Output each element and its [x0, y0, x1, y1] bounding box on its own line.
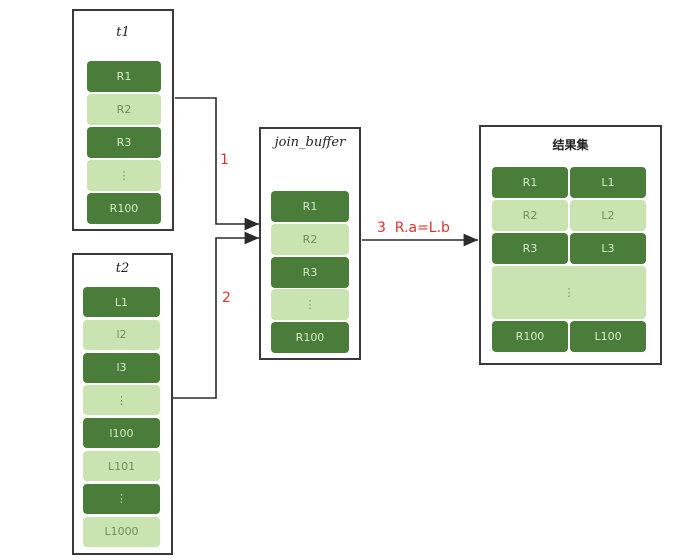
t2-row: L1 [83, 287, 160, 317]
join-buffer-row: ⋮ [271, 289, 349, 321]
result-cell-right: L2 [570, 200, 646, 231]
t1-row: R100 [87, 193, 161, 224]
result-cell-right: L3 [570, 233, 646, 264]
result-cell-left: R100 [492, 321, 568, 352]
join-buffer-row: R2 [271, 223, 349, 255]
t2-row: l100 [83, 418, 160, 449]
t2-row: L101 [83, 451, 160, 481]
t2-row: L1000 [83, 516, 160, 547]
result-cell-left: R3 [492, 233, 568, 264]
result-row: ⋮ [492, 266, 646, 319]
arrow-t2-to-join-buffer [173, 231, 259, 399]
join-buffer-row: R1 [271, 191, 349, 222]
join-buffer-row: R3 [271, 256, 349, 288]
result-set-title: 结果集 [552, 138, 589, 152]
t2-row: ⋮ [83, 385, 160, 416]
t2-row: ⋮ [83, 483, 160, 514]
t1-row: R3 [87, 127, 161, 158]
t1-row: R1 [87, 61, 161, 92]
t1-row: ⋮ [87, 160, 161, 191]
step-1-label: 1 [220, 152, 229, 168]
result-cell-right: L100 [570, 321, 646, 352]
join-buffer-title: join_buffer [274, 135, 346, 150]
result-cell-right: L1 [570, 167, 646, 198]
table-t1-title: t1 [116, 25, 130, 40]
t2-row: l3 [83, 352, 160, 383]
t1-row: R2 [87, 94, 161, 125]
arrow-t1-to-join-buffer [175, 97, 259, 231]
join-buffer-row: R100 [271, 322, 349, 354]
step-3-label: 3 R.a=L.b [377, 220, 450, 236]
table-t2-title: t2 [115, 261, 130, 276]
t2-row: l2 [83, 319, 160, 350]
result-cell-left: R1 [492, 167, 568, 198]
step-2-label: 2 [222, 290, 231, 306]
result-cell-left: R2 [492, 200, 568, 231]
